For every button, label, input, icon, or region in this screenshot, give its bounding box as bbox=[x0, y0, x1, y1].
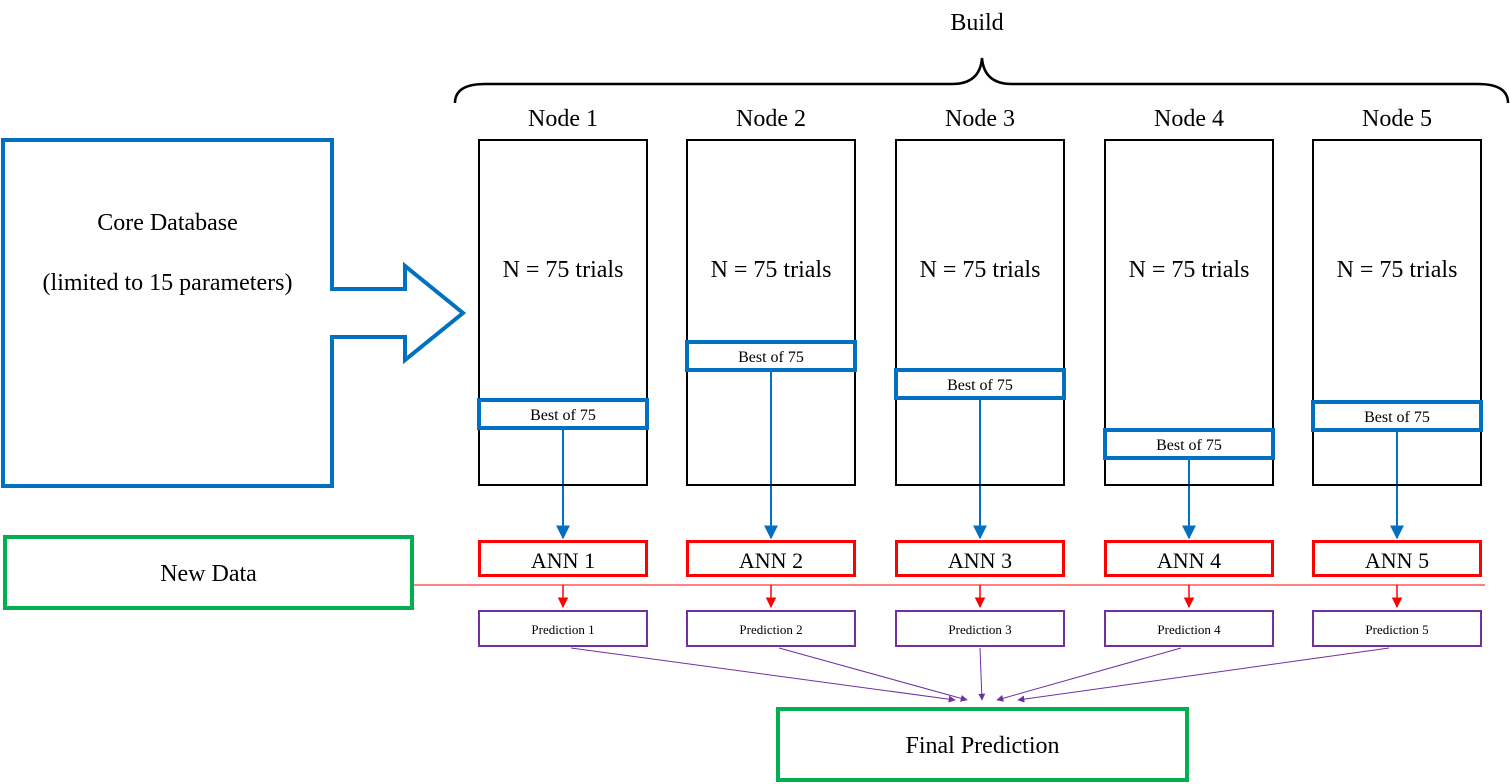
node-title: Node 5 bbox=[1362, 106, 1432, 132]
new-data-box: New Data bbox=[3, 535, 414, 610]
prediction-box: Prediction 3 bbox=[895, 610, 1065, 647]
best-of-box: Best of 75 bbox=[477, 398, 649, 430]
node-trials: N = 75 trials bbox=[502, 257, 624, 283]
ann-box: ANN 5 bbox=[1312, 540, 1482, 577]
final-prediction-box: Final Prediction bbox=[776, 707, 1189, 782]
node-title: Node 3 bbox=[945, 106, 1015, 132]
prediction-label: Prediction 3 bbox=[948, 622, 1012, 637]
build-brace bbox=[453, 57, 1510, 104]
new-data-label: New Data bbox=[160, 561, 257, 587]
core-database-subtitle: (limited to 15 parameters) bbox=[42, 270, 293, 296]
ann-label: ANN 5 bbox=[1364, 548, 1430, 573]
node-trials: N = 75 trials bbox=[1128, 257, 1250, 283]
best-of-label: Best of 75 bbox=[738, 349, 804, 366]
core-database-title: Core Database bbox=[97, 210, 238, 236]
ann-label: ANN 2 bbox=[738, 548, 804, 573]
best-of-label: Best of 75 bbox=[1156, 437, 1222, 454]
prediction-to-final-arrow bbox=[996, 647, 1182, 702]
node-title: Node 4 bbox=[1154, 106, 1224, 132]
prediction-label: Prediction 4 bbox=[1157, 622, 1221, 637]
ann-label: ANN 1 bbox=[530, 548, 596, 573]
ann-box: ANN 4 bbox=[1104, 540, 1274, 577]
best-of-label: Best of 75 bbox=[530, 407, 596, 424]
ann-box: ANN 3 bbox=[895, 540, 1065, 577]
prediction-box: Prediction 1 bbox=[478, 610, 648, 647]
core-database-arrow bbox=[1, 138, 467, 488]
best-of-box: Best of 75 bbox=[1311, 400, 1483, 432]
prediction-box: Prediction 5 bbox=[1312, 610, 1482, 647]
node-box bbox=[895, 139, 1065, 486]
node-trials: N = 75 trials bbox=[1336, 257, 1458, 283]
ann-label: ANN 3 bbox=[947, 548, 1013, 573]
best-of-box: Best of 75 bbox=[685, 340, 857, 372]
prediction-to-final-arrow bbox=[778, 647, 968, 702]
final-prediction-label: Final Prediction bbox=[905, 733, 1060, 759]
node-trials: N = 75 trials bbox=[919, 257, 1041, 283]
node-box bbox=[478, 139, 648, 486]
build-label: Build bbox=[950, 10, 1004, 36]
node-title: Node 2 bbox=[736, 106, 806, 132]
node-box bbox=[686, 139, 856, 486]
ann-label: ANN 4 bbox=[1156, 548, 1222, 573]
node-trials: N = 75 trials bbox=[710, 257, 832, 283]
ann-box: ANN 2 bbox=[686, 540, 856, 577]
prediction-label: Prediction 5 bbox=[1365, 622, 1429, 637]
prediction-label: Prediction 1 bbox=[531, 622, 595, 637]
prediction-box: Prediction 4 bbox=[1104, 610, 1274, 647]
prediction-to-final-arrow bbox=[978, 647, 986, 701]
prediction-to-final-arrow bbox=[1017, 647, 1390, 703]
node-title: Node 1 bbox=[528, 106, 598, 132]
best-of-label: Best of 75 bbox=[947, 377, 1013, 394]
prediction-to-final-arrow bbox=[570, 647, 956, 703]
best-of-box: Best of 75 bbox=[894, 368, 1066, 400]
node-box bbox=[1312, 139, 1482, 486]
node-box bbox=[1104, 139, 1274, 486]
prediction-label: Prediction 2 bbox=[739, 622, 803, 637]
best-of-box: Best of 75 bbox=[1103, 428, 1275, 460]
prediction-box: Prediction 2 bbox=[686, 610, 856, 647]
best-of-label: Best of 75 bbox=[1364, 409, 1430, 426]
ann-box: ANN 1 bbox=[478, 540, 648, 577]
